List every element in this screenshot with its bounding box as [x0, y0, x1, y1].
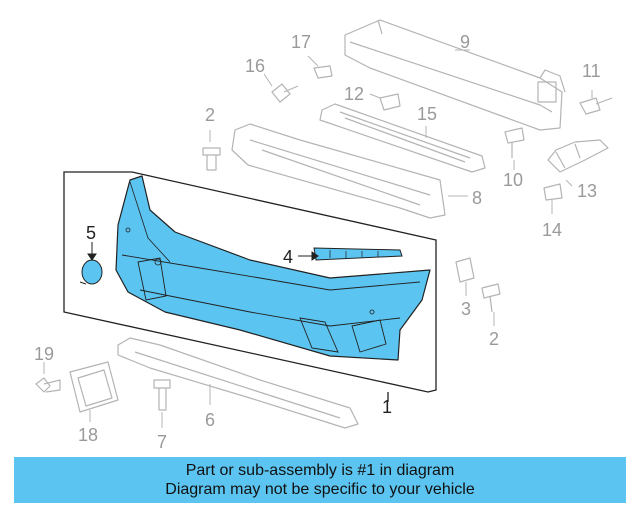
screw-7-part — [153, 379, 171, 411]
info-banner: Part or sub-assembly is #1 in diagram Di… — [14, 457, 626, 503]
callout-11[interactable]: 11 — [582, 61, 601, 81]
callout-10[interactable]: 10 — [503, 170, 524, 190]
side-bracket-part — [547, 139, 609, 173]
callout-7[interactable]: 7 — [157, 432, 168, 452]
callout-13[interactable]: 13 — [577, 181, 598, 201]
clip-part — [35, 377, 61, 393]
callout-16[interactable]: 16 — [245, 56, 266, 76]
screw-16-part — [271, 83, 299, 103]
callout-2-upper[interactable]: 2 — [205, 105, 216, 125]
callout-3[interactable]: 3 — [461, 299, 472, 319]
callout-17[interactable]: 17 — [291, 32, 312, 52]
callout-8[interactable]: 8 — [472, 188, 483, 208]
bolt-10-part — [504, 127, 525, 158]
gray-leader-lines — [43, 49, 593, 428]
lower-deflector-part — [117, 337, 359, 429]
callout-1[interactable]: 1 — [382, 397, 393, 417]
nut-14-part — [543, 183, 563, 201]
banner-line-1: Part or sub-assembly is #1 in diagram — [185, 462, 455, 479]
callout-12[interactable]: 12 — [344, 84, 365, 104]
tow-cover-part — [79, 259, 103, 285]
callout-19[interactable]: 19 — [34, 344, 55, 364]
grille-strip-part — [313, 247, 403, 261]
nut-12-part — [379, 93, 401, 111]
callout-4[interactable]: 4 — [283, 247, 294, 267]
bumper-cover-part — [115, 175, 431, 361]
callout-6[interactable]: 6 — [205, 410, 216, 430]
nut-17-part — [313, 65, 333, 79]
callout-15[interactable]: 15 — [417, 104, 438, 124]
callout-9[interactable]: 9 — [460, 32, 471, 52]
clip-3-part — [455, 257, 475, 283]
license-bracket-part — [69, 361, 119, 413]
screw-2b-part — [481, 283, 501, 313]
upper-bracket-part — [319, 103, 486, 173]
callout-2-lower[interactable]: 2 — [489, 329, 500, 349]
dark-leader-lines — [87, 242, 319, 261]
callout-18[interactable]: 18 — [78, 425, 99, 445]
banner-line-2: Diagram may not be specific to your vehi… — [165, 481, 475, 498]
energy-absorber-part — [231, 123, 446, 219]
parts-diagram — [35, 19, 613, 429]
bolt-11-part — [579, 97, 613, 115]
assembly-frame — [63, 171, 437, 402]
callout-14[interactable]: 14 — [542, 220, 563, 240]
reinforcement-bar-part — [344, 19, 566, 131]
screw-2a-part — [202, 147, 221, 171]
callout-5[interactable]: 5 — [86, 223, 97, 243]
